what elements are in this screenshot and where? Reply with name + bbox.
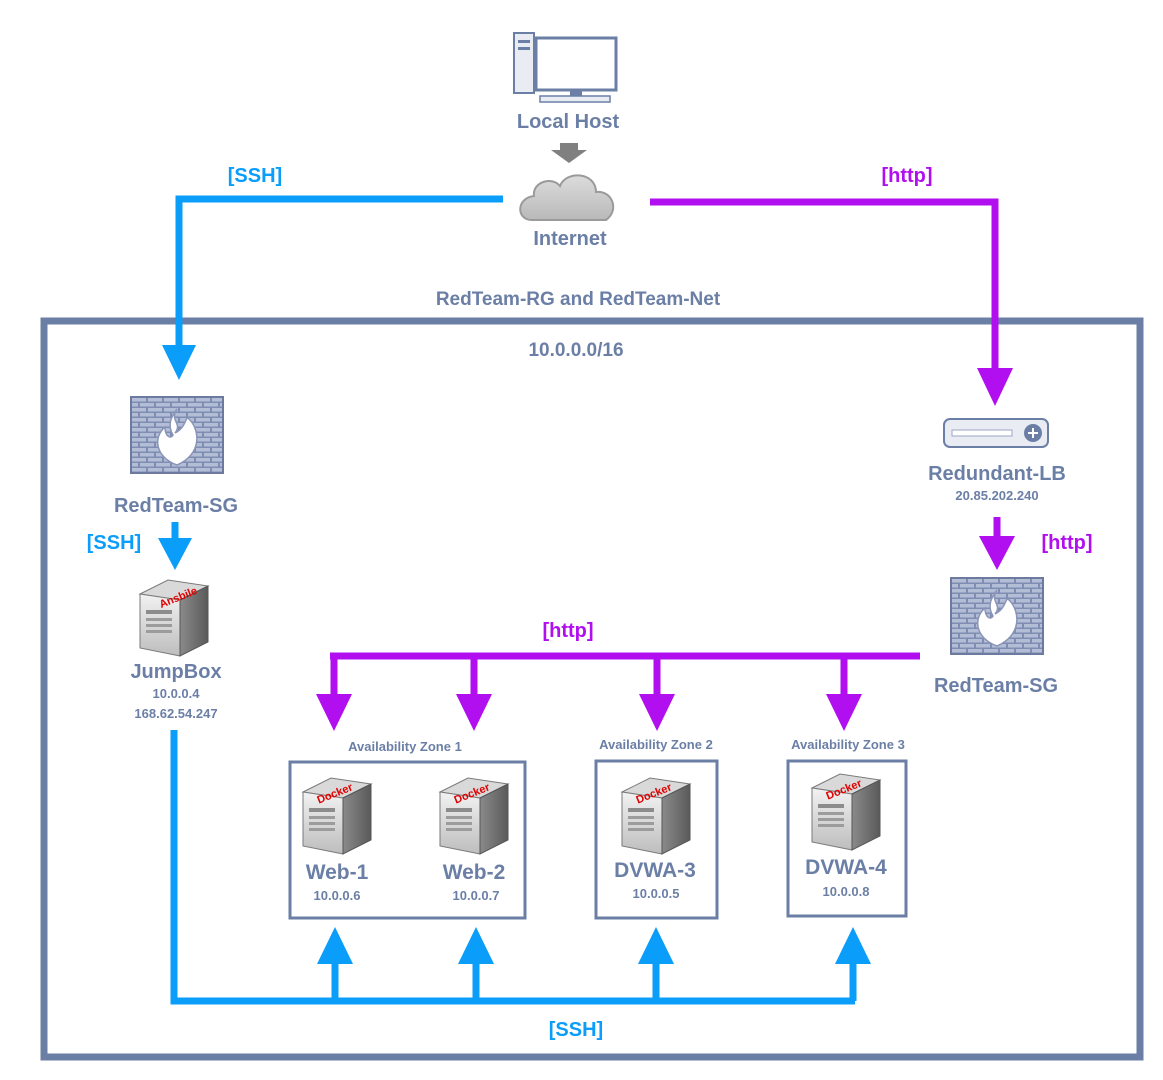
zone-3-box (786, 759, 908, 918)
http-link-internet-to-lb (650, 198, 1013, 406)
zone-1-label: Availability Zone 1 (348, 739, 462, 754)
jumpbox-public-ip: 168.62.54.247 (134, 706, 217, 721)
ssh-bus (170, 730, 871, 1005)
load-balancer-icon (943, 418, 1049, 448)
cloud-icon (519, 174, 615, 221)
web-2-ip: 10.0.0.7 (453, 888, 500, 903)
sg-right-label: RedTeam-SG (934, 675, 1058, 697)
local-host-label: Local Host (517, 111, 620, 133)
http-label-right: [http] (1041, 532, 1092, 554)
down-arrow-icon (551, 143, 587, 163)
http-bus (316, 652, 920, 731)
firewall-icon-right (950, 577, 1044, 655)
network-label: RedTeam-RG and RedTeam-Net (436, 289, 721, 310)
http-link-lb-to-sg (979, 517, 1015, 570)
dvwa-3-label: DVWA-3 (614, 859, 696, 882)
web-2-label: Web-2 (443, 861, 506, 884)
zone-2-label: Availability Zone 2 (599, 737, 713, 752)
dvwa-4-ip: 10.0.0.8 (823, 884, 870, 899)
ssh-link-internet-to-sg (162, 195, 503, 380)
jumpbox-label: JumpBox (130, 661, 221, 683)
dvwa-4-label: DVWA-4 (805, 856, 887, 879)
jumpbox-server-icon (139, 579, 209, 657)
lb-label: Redundant-LB (928, 463, 1066, 485)
jumpbox-private-ip: 10.0.0.4 (153, 686, 201, 701)
ssh-label-top: [SSH] (228, 165, 282, 187)
zone-3-label: Availability Zone 3 (791, 737, 905, 752)
ssh-label-mid: [SSH] (87, 532, 141, 554)
dvwa-3-ip: 10.0.0.5 (633, 886, 680, 901)
sg-left-label: RedTeam-SG (114, 495, 238, 517)
zone-1-box (288, 760, 527, 920)
lb-ip: 20.85.202.240 (955, 488, 1038, 503)
http-label-top: [http] (881, 165, 932, 187)
web-1-ip: 10.0.0.6 (314, 888, 361, 903)
network-boundary (40, 317, 1144, 1061)
zone-2-box (594, 759, 719, 920)
firewall-icon-left (130, 396, 224, 474)
local-host-icon (513, 32, 618, 103)
ssh-link-sg-to-jumpbox (158, 522, 192, 570)
http-label-mid: [http] (542, 620, 593, 642)
ssh-label-bottom: [SSH] (549, 1019, 603, 1041)
web-1-label: Web-1 (306, 861, 369, 884)
internet-label: Internet (533, 228, 607, 250)
network-cidr: 10.0.0.0/16 (528, 340, 623, 361)
